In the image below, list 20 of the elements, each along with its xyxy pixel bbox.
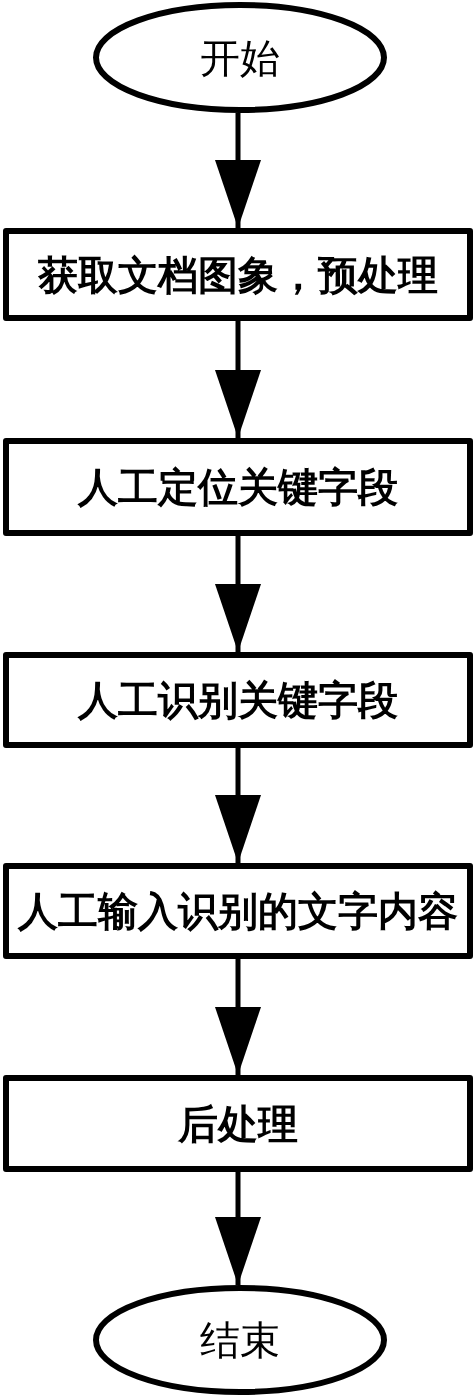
process-box	[3, 228, 473, 321]
terminator-ellipse	[93, 1285, 387, 1395]
terminator-ellipse	[93, 2, 387, 113]
node-label: 人工定位关键字段	[78, 464, 398, 510]
arrow	[215, 959, 261, 1075]
node-label: 后处理	[178, 1100, 298, 1147]
node-label: 开始	[200, 34, 280, 81]
arrow	[215, 321, 261, 438]
node-label: 人工输入识别的文字内容	[18, 888, 458, 934]
arrow	[215, 748, 261, 863]
process-box	[3, 438, 473, 536]
node-label: 人工识别关键字段	[78, 677, 398, 723]
node-label: 获取文档图象，预处理	[38, 251, 438, 298]
arrow	[215, 1172, 261, 1285]
process-box	[3, 863, 473, 959]
arrow	[215, 113, 261, 228]
node-label: 结束	[200, 1317, 280, 1363]
process-box	[3, 652, 473, 748]
arrow	[215, 536, 261, 652]
process-box	[3, 1075, 473, 1172]
